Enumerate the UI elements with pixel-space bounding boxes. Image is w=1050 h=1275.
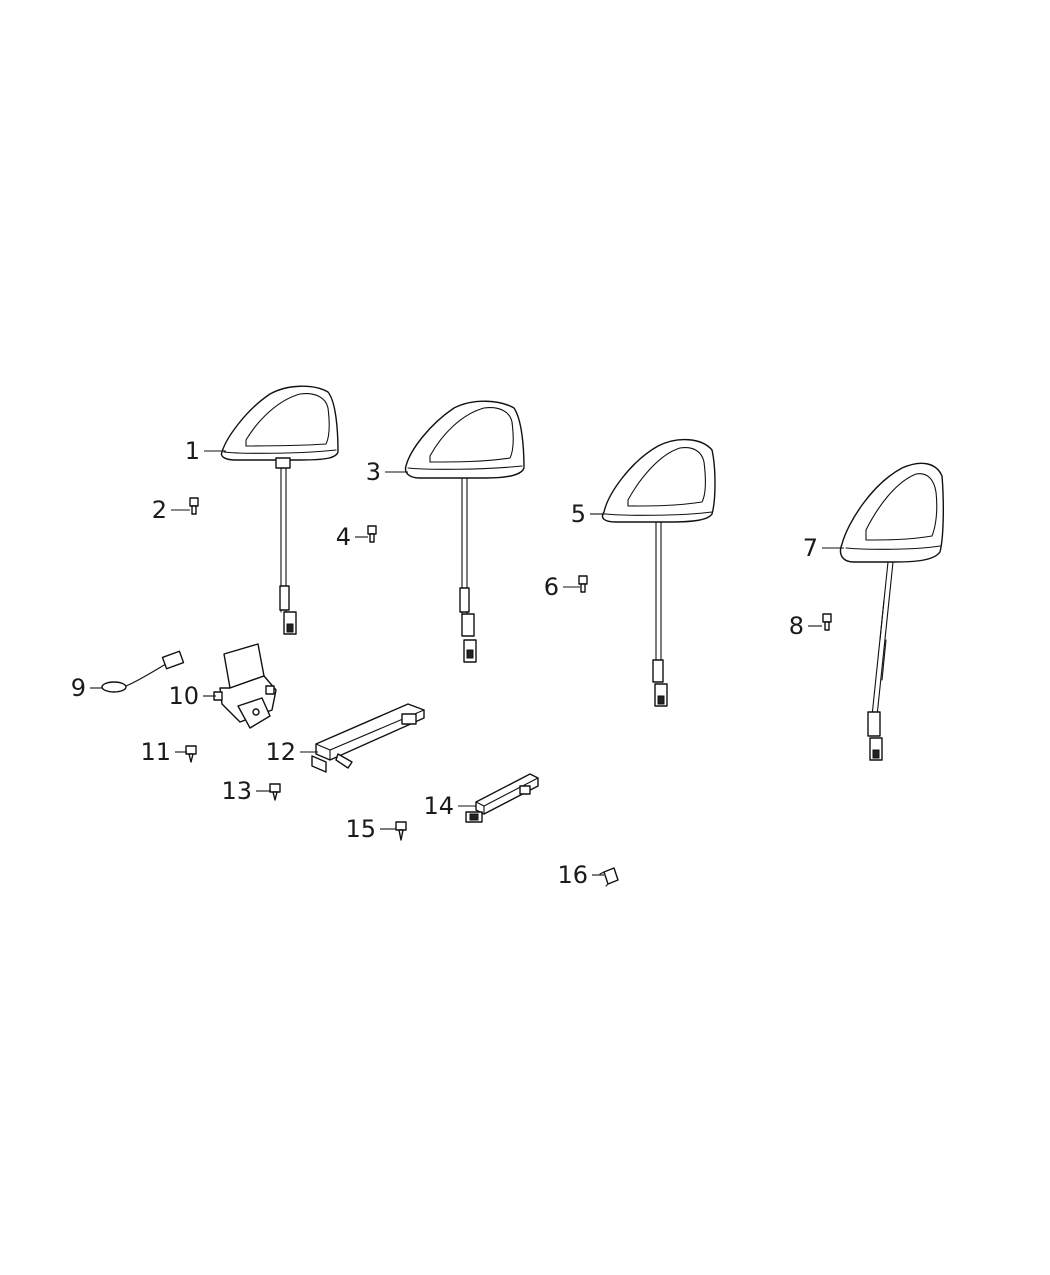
antenna-assembly-3: [404, 400, 525, 663]
bolt-4: [367, 525, 377, 543]
callout-6: 6: [544, 573, 559, 601]
bolt-2: [189, 497, 199, 515]
callout-3: 3: [366, 458, 381, 486]
callout-11: 11: [140, 738, 171, 766]
callout-16: 16: [557, 861, 588, 889]
callout-1: 1: [185, 437, 200, 465]
callout-7: 7: [803, 534, 818, 562]
callout-15: 15: [345, 815, 376, 843]
antenna-module-12: [311, 703, 425, 773]
callout-2: 2: [152, 496, 167, 524]
bolt-8: [822, 613, 832, 631]
callout-8: 8: [789, 612, 804, 640]
screw-11: [185, 745, 197, 763]
module-14: [465, 773, 539, 823]
screw-13: [269, 783, 281, 801]
callout-9: 9: [71, 674, 86, 702]
callout-labels: 1 2 3 4 5 6 7 8 9 10 11 12 13 14 15 16: [71, 437, 818, 889]
clip-16: [599, 867, 619, 887]
callout-5: 5: [571, 500, 586, 528]
antenna-assembly-7: [839, 462, 945, 761]
antenna-assembly-1: [220, 385, 339, 635]
antenna-assembly-5: [601, 439, 716, 707]
bolt-6: [578, 575, 588, 593]
module-bracket-10: [213, 643, 277, 729]
leader-lines: [90, 450, 844, 876]
callout-10: 10: [168, 682, 199, 710]
callout-14: 14: [423, 792, 454, 820]
cable-assembly-9: [101, 650, 185, 693]
screw-15: [395, 821, 407, 841]
callout-4: 4: [336, 523, 351, 551]
callout-13: 13: [221, 777, 252, 805]
callout-12: 12: [265, 738, 296, 766]
